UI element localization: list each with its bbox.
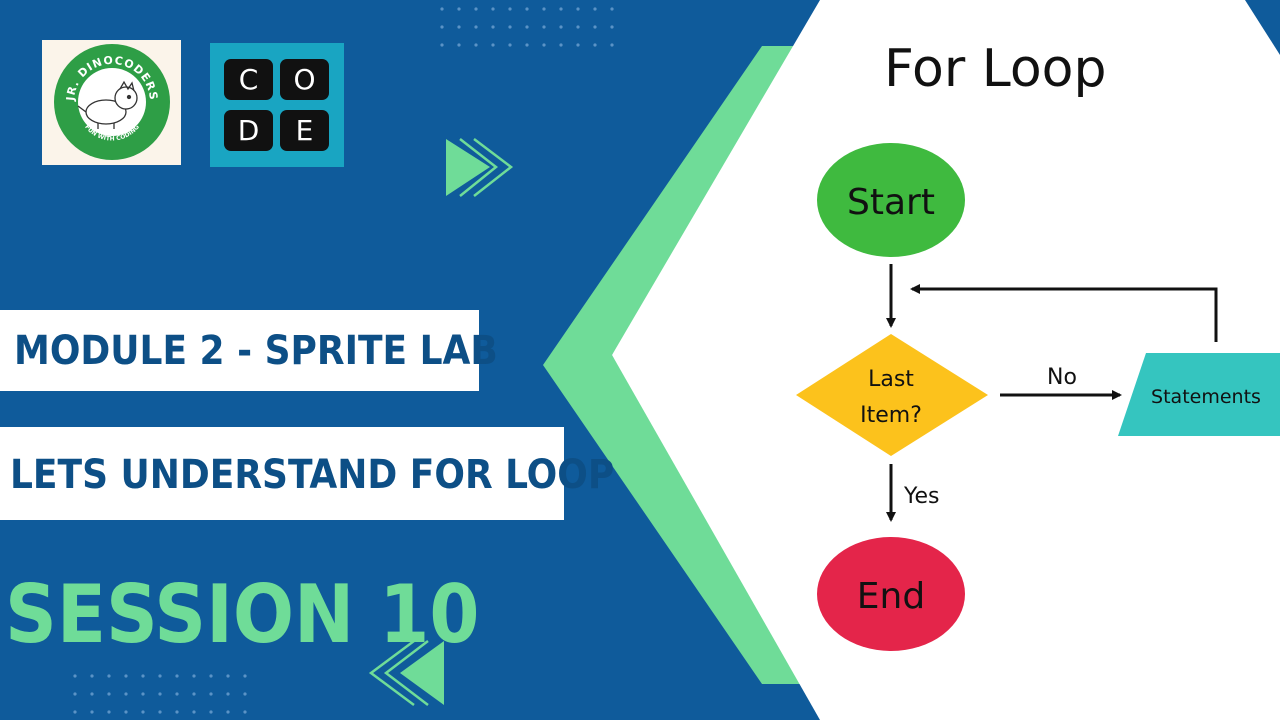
module-banner: MODULE 2 - SPRITE LAB [0, 310, 498, 391]
green-chevron-band [543, 46, 820, 684]
module-title: MODULE 2 - SPRITE LAB [14, 328, 498, 374]
start-node [817, 143, 965, 257]
statements-node [1118, 353, 1280, 436]
dino-mascot-icon [77, 80, 138, 129]
dot-grid-bottom [73, 674, 247, 714]
start-node-label: Start [847, 182, 935, 223]
dot-grid-top [440, 7, 614, 47]
white-diagram-panel [612, 0, 1280, 720]
jr-dinocoders-logo: JR. DINOCODERS FUN WITH CODING [42, 40, 181, 165]
lesson-banner: LETS UNDERSTAND FOR LOOP [0, 427, 614, 520]
decision-node-label-line1: Last [868, 367, 914, 392]
forward-arrows-icon [446, 138, 514, 197]
end-node-label: End [857, 576, 925, 617]
code-org-logo: C O D E [210, 43, 344, 167]
code-letter-d: D [224, 110, 273, 151]
loop-back-arrow [910, 284, 1218, 342]
decision-node [796, 334, 988, 456]
code-letter-c: C [224, 59, 273, 100]
yes-label: Yes [903, 484, 940, 509]
no-label: No [1047, 365, 1077, 390]
lesson-title: LETS UNDERSTAND FOR LOOP [10, 452, 615, 498]
statements-node-label: Statements [1151, 386, 1261, 408]
flowchart-title: For Loop [884, 39, 1107, 99]
dino-badge-icon: JR. DINOCODERS FUN WITH CODING [54, 44, 170, 160]
session-title: SESSION 10 [5, 568, 480, 661]
code-letter-o: O [280, 59, 329, 100]
end-node [817, 537, 965, 651]
code-letter-e: E [280, 110, 329, 151]
backward-arrows-icon [368, 639, 444, 707]
decision-node-label-line2: Item? [860, 403, 922, 428]
